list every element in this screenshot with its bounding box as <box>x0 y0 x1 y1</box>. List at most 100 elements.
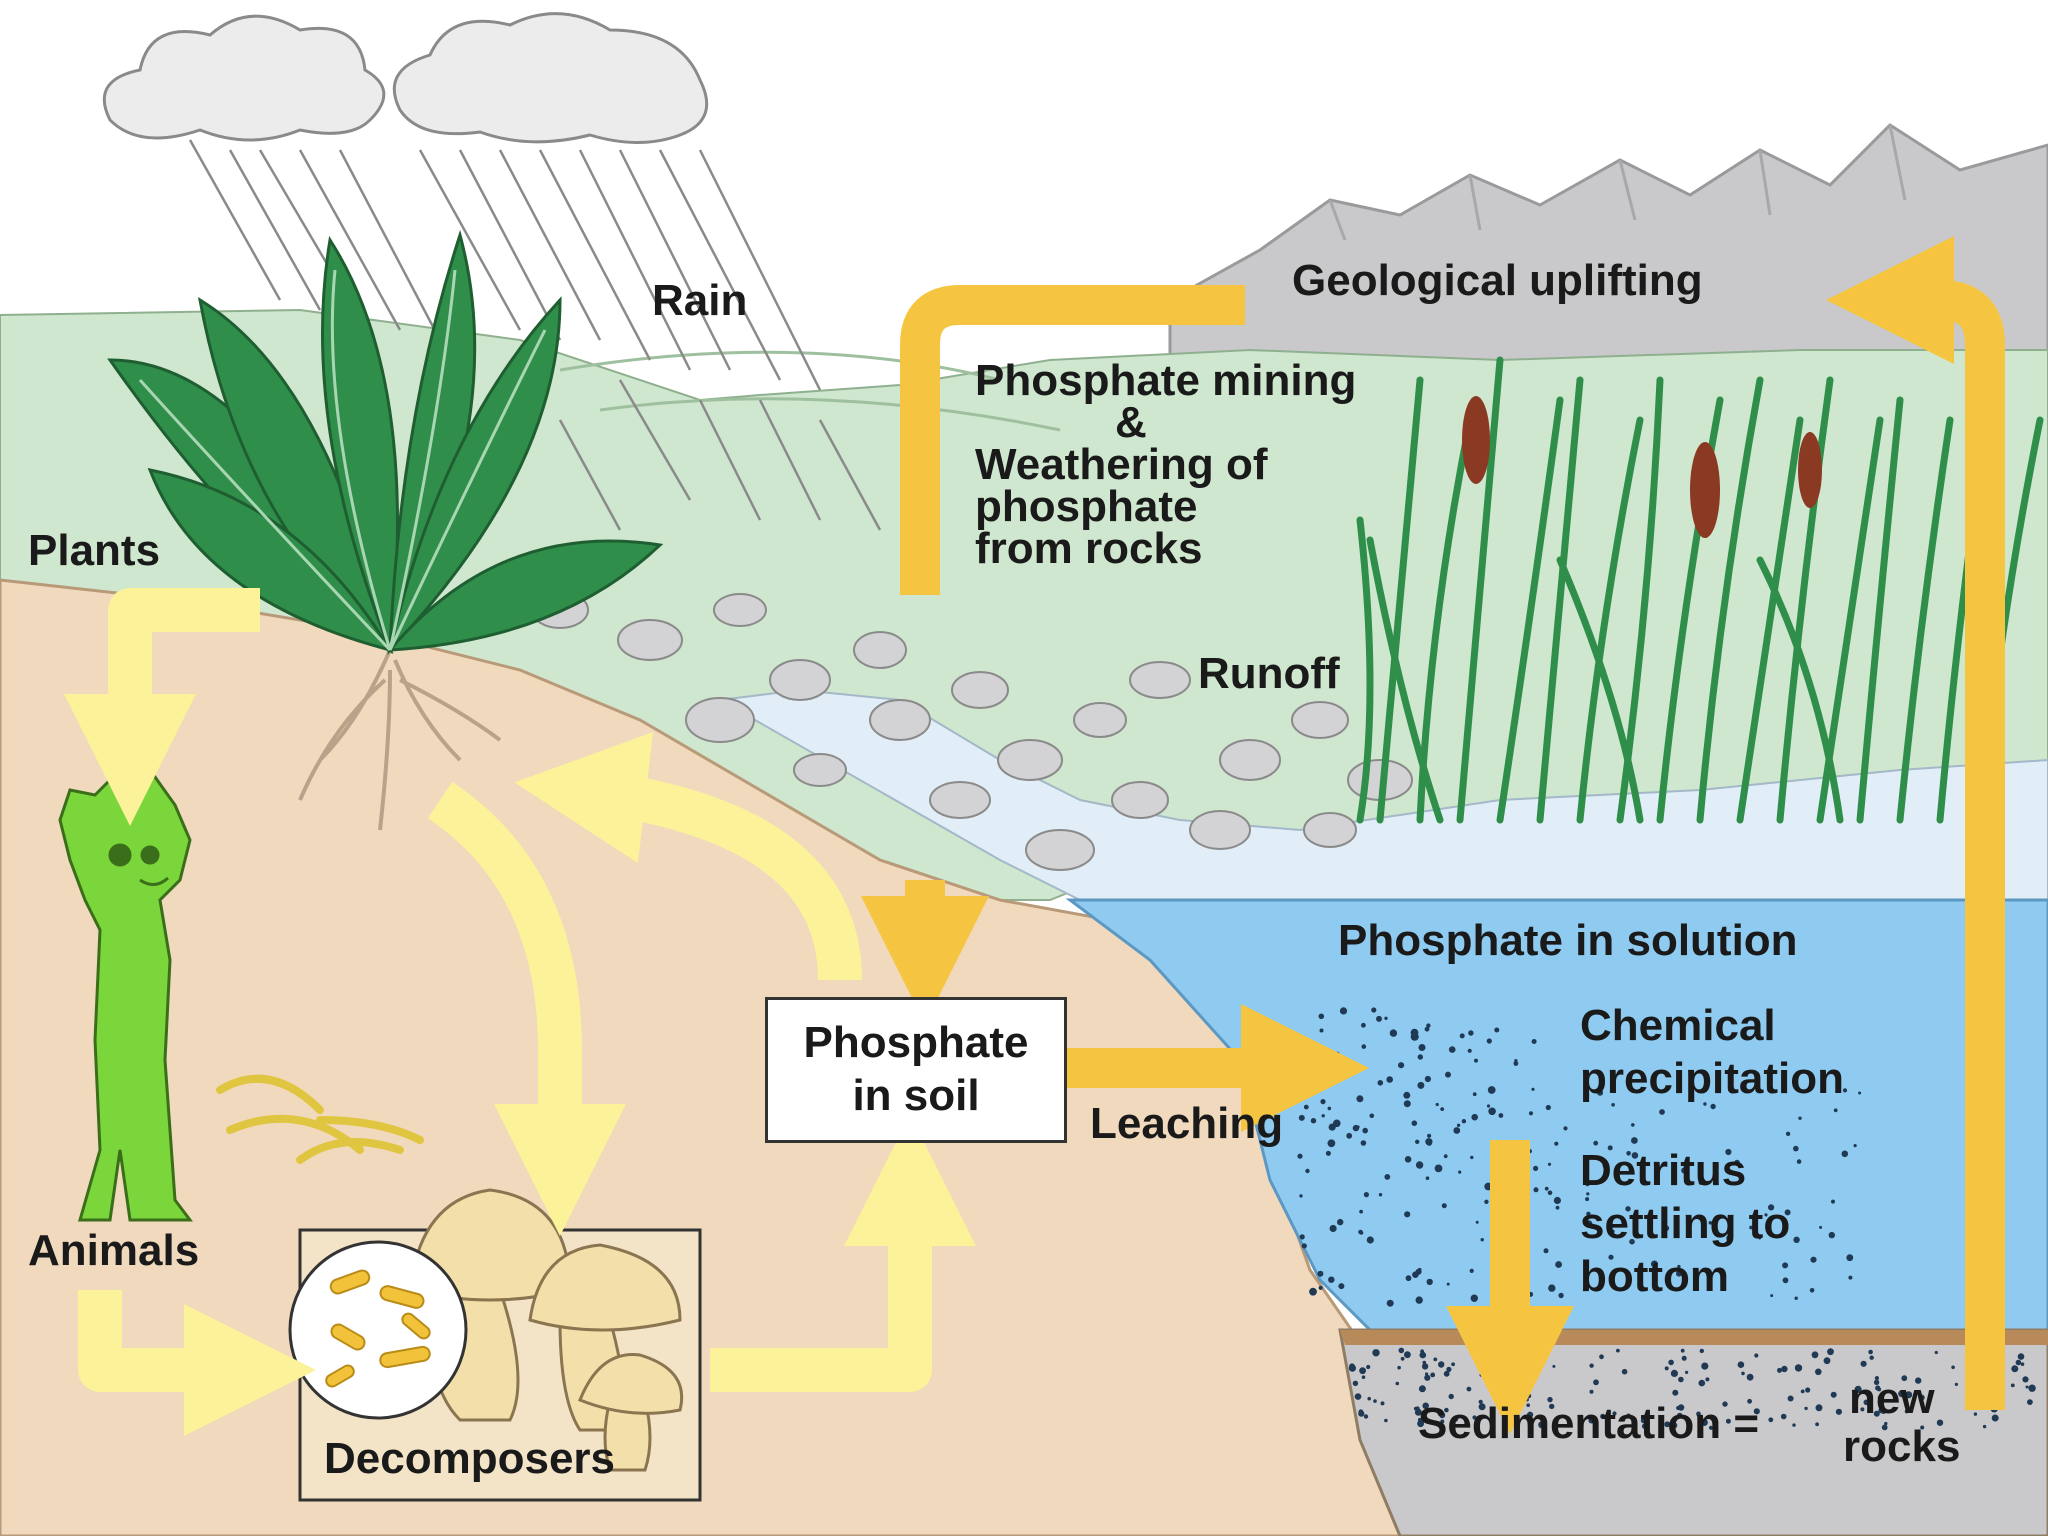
particle-dot <box>1513 1061 1519 1066</box>
particle-dot <box>1472 1092 1477 1097</box>
particle-dot <box>1787 1395 1794 1402</box>
particle-dot <box>1629 1238 1635 1245</box>
detritus-line-2: settling to <box>1580 1198 1791 1248</box>
particle-dot <box>1815 1422 1819 1427</box>
particle-dot <box>1703 1102 1707 1106</box>
particle-dot <box>1696 1411 1701 1417</box>
particle-dot <box>1418 1385 1426 1393</box>
particle-dot <box>1610 1229 1615 1234</box>
particle-dot <box>1484 1199 1489 1205</box>
particle-dot <box>1417 1054 1424 1060</box>
particle-dot <box>1410 1028 1419 1037</box>
particle-dot <box>1677 1264 1681 1269</box>
particle-dot <box>1708 1221 1713 1225</box>
particle-dot <box>1417 1420 1424 1428</box>
particle-dot <box>1737 1361 1745 1368</box>
particle-dot <box>1427 1133 1432 1138</box>
particle-dot <box>1625 1206 1631 1212</box>
particle-dot <box>1631 1137 1638 1144</box>
precip-line-1: Chemical <box>1580 1001 1776 1050</box>
particle-dot <box>1973 1412 1978 1416</box>
particle-dot <box>1487 1086 1496 1094</box>
particle-dot <box>1982 1424 1987 1429</box>
particle-dot <box>1741 1371 1745 1376</box>
particle-dot <box>1898 1390 1906 1398</box>
particle-dot <box>1363 1192 1369 1198</box>
particle-dot <box>1403 1100 1411 1108</box>
particle-dot <box>1458 1170 1462 1174</box>
particle-dot <box>1414 1408 1422 1416</box>
particle-dot <box>1359 1209 1363 1214</box>
particle-dot <box>1352 1380 1359 1387</box>
particle-dot <box>1318 1013 1325 1020</box>
particle-dot <box>1641 1423 1648 1429</box>
particle-dot <box>1528 1111 1534 1116</box>
particle-dot <box>1333 1119 1341 1128</box>
particle-dot <box>1670 1423 1676 1429</box>
particle-dot <box>1585 1197 1590 1202</box>
particle-dot <box>1848 1275 1853 1280</box>
particle-dot <box>1827 1348 1834 1356</box>
particle-dot <box>2025 1385 2029 1389</box>
particle-dot <box>1299 1194 1303 1198</box>
particle-dot <box>1593 1140 1599 1146</box>
particle-dot <box>1607 1145 1613 1151</box>
particle-dot <box>1319 1028 1324 1033</box>
particle-dot <box>1415 1139 1420 1145</box>
particle-dot <box>1438 1361 1445 1368</box>
particle-dot <box>1384 1418 1388 1423</box>
particle-dot <box>1404 1211 1411 1218</box>
particle-dot <box>1384 1174 1391 1180</box>
particle-dot <box>1386 1299 1394 1307</box>
label-phosphate-in-solution: Phosphate in solution <box>1338 916 1798 965</box>
label-detritus-settling: Detritus settling to bottom <box>1580 1145 1790 1303</box>
particle-dot <box>1297 1153 1303 1159</box>
particle-dot <box>1405 1275 1412 1282</box>
particle-dot <box>1823 1357 1831 1365</box>
particle-dot <box>1854 1385 1862 1393</box>
particle-dot <box>1488 1107 1496 1116</box>
particle-dot <box>1858 1091 1862 1095</box>
particle-dot <box>1828 1231 1836 1239</box>
particle-dot <box>1552 1364 1556 1368</box>
particle-dot <box>1681 1355 1687 1361</box>
particle-dot <box>1920 1425 1925 1430</box>
phosphate-in-soil-box: Phosphate in soil <box>765 997 1067 1143</box>
bacteria-lens <box>288 1240 468 1420</box>
particle-dot <box>1700 1418 1708 1426</box>
particle-dot <box>1469 1268 1474 1273</box>
particle-dot <box>1371 1007 1377 1013</box>
particle-dot <box>1877 1395 1882 1400</box>
particle-dot <box>1415 1296 1423 1304</box>
particle-dot <box>1698 1379 1706 1387</box>
particle-dot <box>1593 1379 1599 1386</box>
particle-dot <box>1426 1140 1433 1146</box>
particle-dot <box>1486 1038 1492 1044</box>
particle-dot <box>1585 1220 1593 1228</box>
particle-dot <box>1426 1023 1431 1028</box>
particle-dot <box>1768 1417 1774 1423</box>
particle-dot <box>1881 1424 1888 1431</box>
particle-dot <box>1404 1351 1411 1359</box>
soil-line-2: in soil <box>852 1071 980 1120</box>
particle-dot <box>1360 1140 1367 1146</box>
particle-dot <box>1753 1408 1760 1415</box>
particle-dot <box>1874 1376 1879 1381</box>
particle-dot <box>1533 1187 1539 1193</box>
particle-dot <box>1376 1015 1382 1022</box>
particle-dot <box>1531 1039 1537 1044</box>
particle-dot <box>1804 1406 1808 1411</box>
particle-dot <box>1884 1421 1888 1426</box>
particle-dot <box>1466 1386 1472 1392</box>
particle-dot <box>1815 1404 1823 1412</box>
particle-dot <box>1596 1155 1602 1161</box>
particle-dot <box>1362 1127 1368 1134</box>
particle-dot <box>1563 1126 1568 1131</box>
particle-dot <box>1417 1267 1422 1272</box>
precip-line-2: precipitation <box>1580 1053 1845 1103</box>
particle-dot <box>1309 1287 1317 1296</box>
label-new-rocks: new rocks <box>1843 1375 1960 1471</box>
label-chemical-precipitation: Chemical precipitation <box>1580 1000 1844 1106</box>
particle-dot <box>1588 1417 1595 1424</box>
